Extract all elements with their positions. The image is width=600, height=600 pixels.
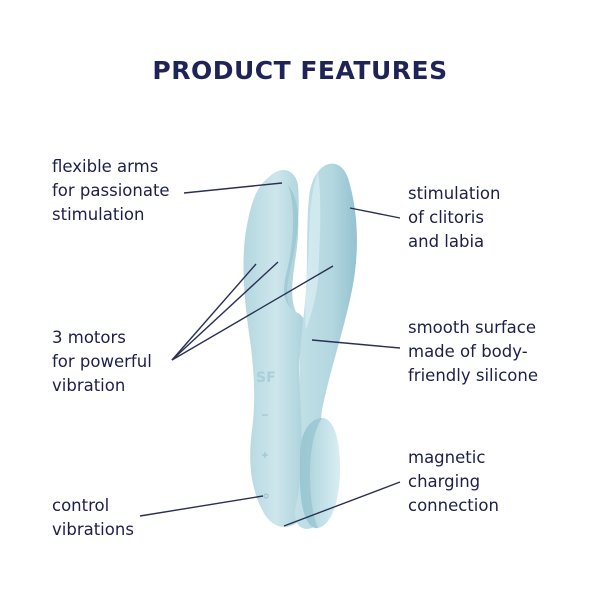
feature-label-stimulation: stimulation of clitoris and labia — [408, 184, 501, 251]
leader-stimulation — [349, 207, 401, 219]
feature-label-motors: 3 motors for powerful vibration — [52, 328, 152, 395]
power-button-icon — [263, 493, 269, 499]
feature-label-surface: smooth surface made of body- friendly si… — [408, 318, 538, 385]
leader-surface — [311, 339, 401, 349]
feature-label-flexible-arms: flexible arms for passionate stimulation — [52, 157, 170, 224]
page-title: PRODUCT FEATURES — [152, 56, 448, 85]
leader-motor-3 — [171, 265, 334, 361]
charging-pad-shape — [300, 418, 340, 529]
leader-motor-1 — [171, 263, 257, 361]
leader-lines — [139, 182, 401, 527]
control-buttons — [262, 414, 269, 499]
feature-label-charging: magnetic charging connection — [408, 448, 499, 515]
feature-label-control: control vibrations — [52, 496, 134, 539]
leader-motor-2 — [171, 261, 279, 361]
leader-control — [139, 495, 264, 517]
brand-logo-mark: SF — [256, 370, 276, 386]
leader-flexible-arms — [183, 182, 283, 194]
left-arm-body-shape — [243, 169, 316, 527]
leader-charging — [283, 481, 401, 527]
